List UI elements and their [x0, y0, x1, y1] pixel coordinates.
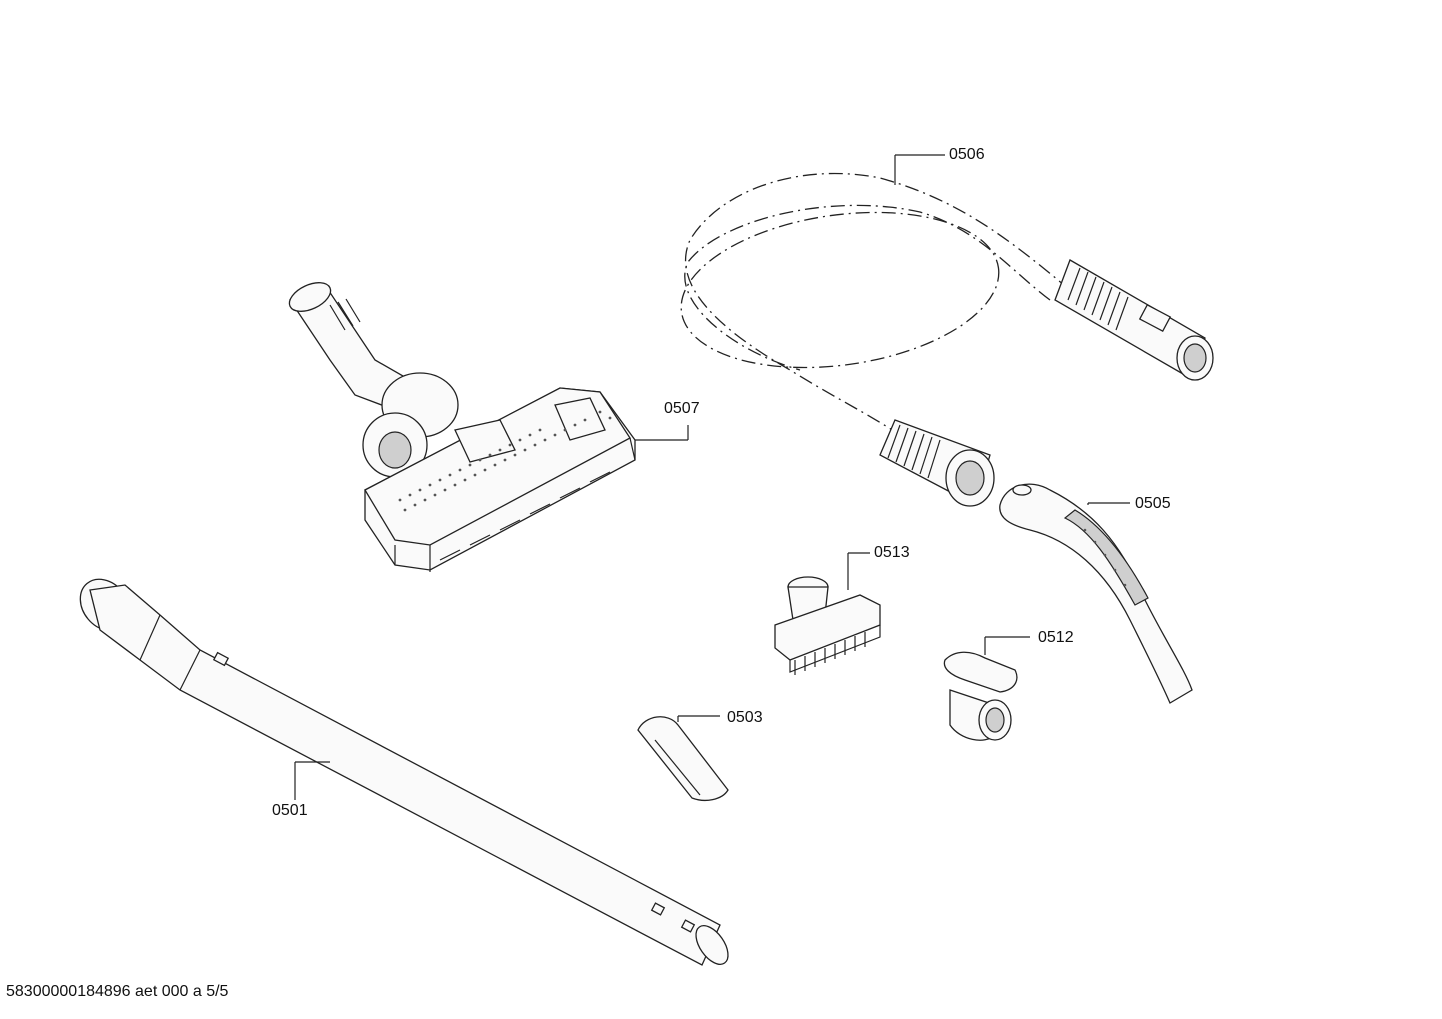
label-0501: 0501: [272, 802, 308, 819]
label-0506: 0506: [949, 146, 985, 163]
handle-0505: [999, 483, 1193, 704]
telescopic-tube-0501: [79, 578, 729, 966]
label-0507: 0507: [664, 400, 700, 417]
floor-nozzle-0507: [288, 282, 689, 572]
hose-assembly-0506: [680, 154, 1214, 507]
brush-0513: [774, 552, 881, 675]
label-0512: 0512: [1038, 629, 1074, 646]
crevice-tool-0503: [637, 715, 729, 801]
label-0505: 0505: [1135, 495, 1171, 512]
label-0503: 0503: [727, 709, 763, 726]
document-footer-id: 58300000184896 aet 000 a 5/5: [6, 983, 229, 1000]
clip-0512: [943, 636, 1030, 741]
label-0513: 0513: [874, 544, 910, 561]
